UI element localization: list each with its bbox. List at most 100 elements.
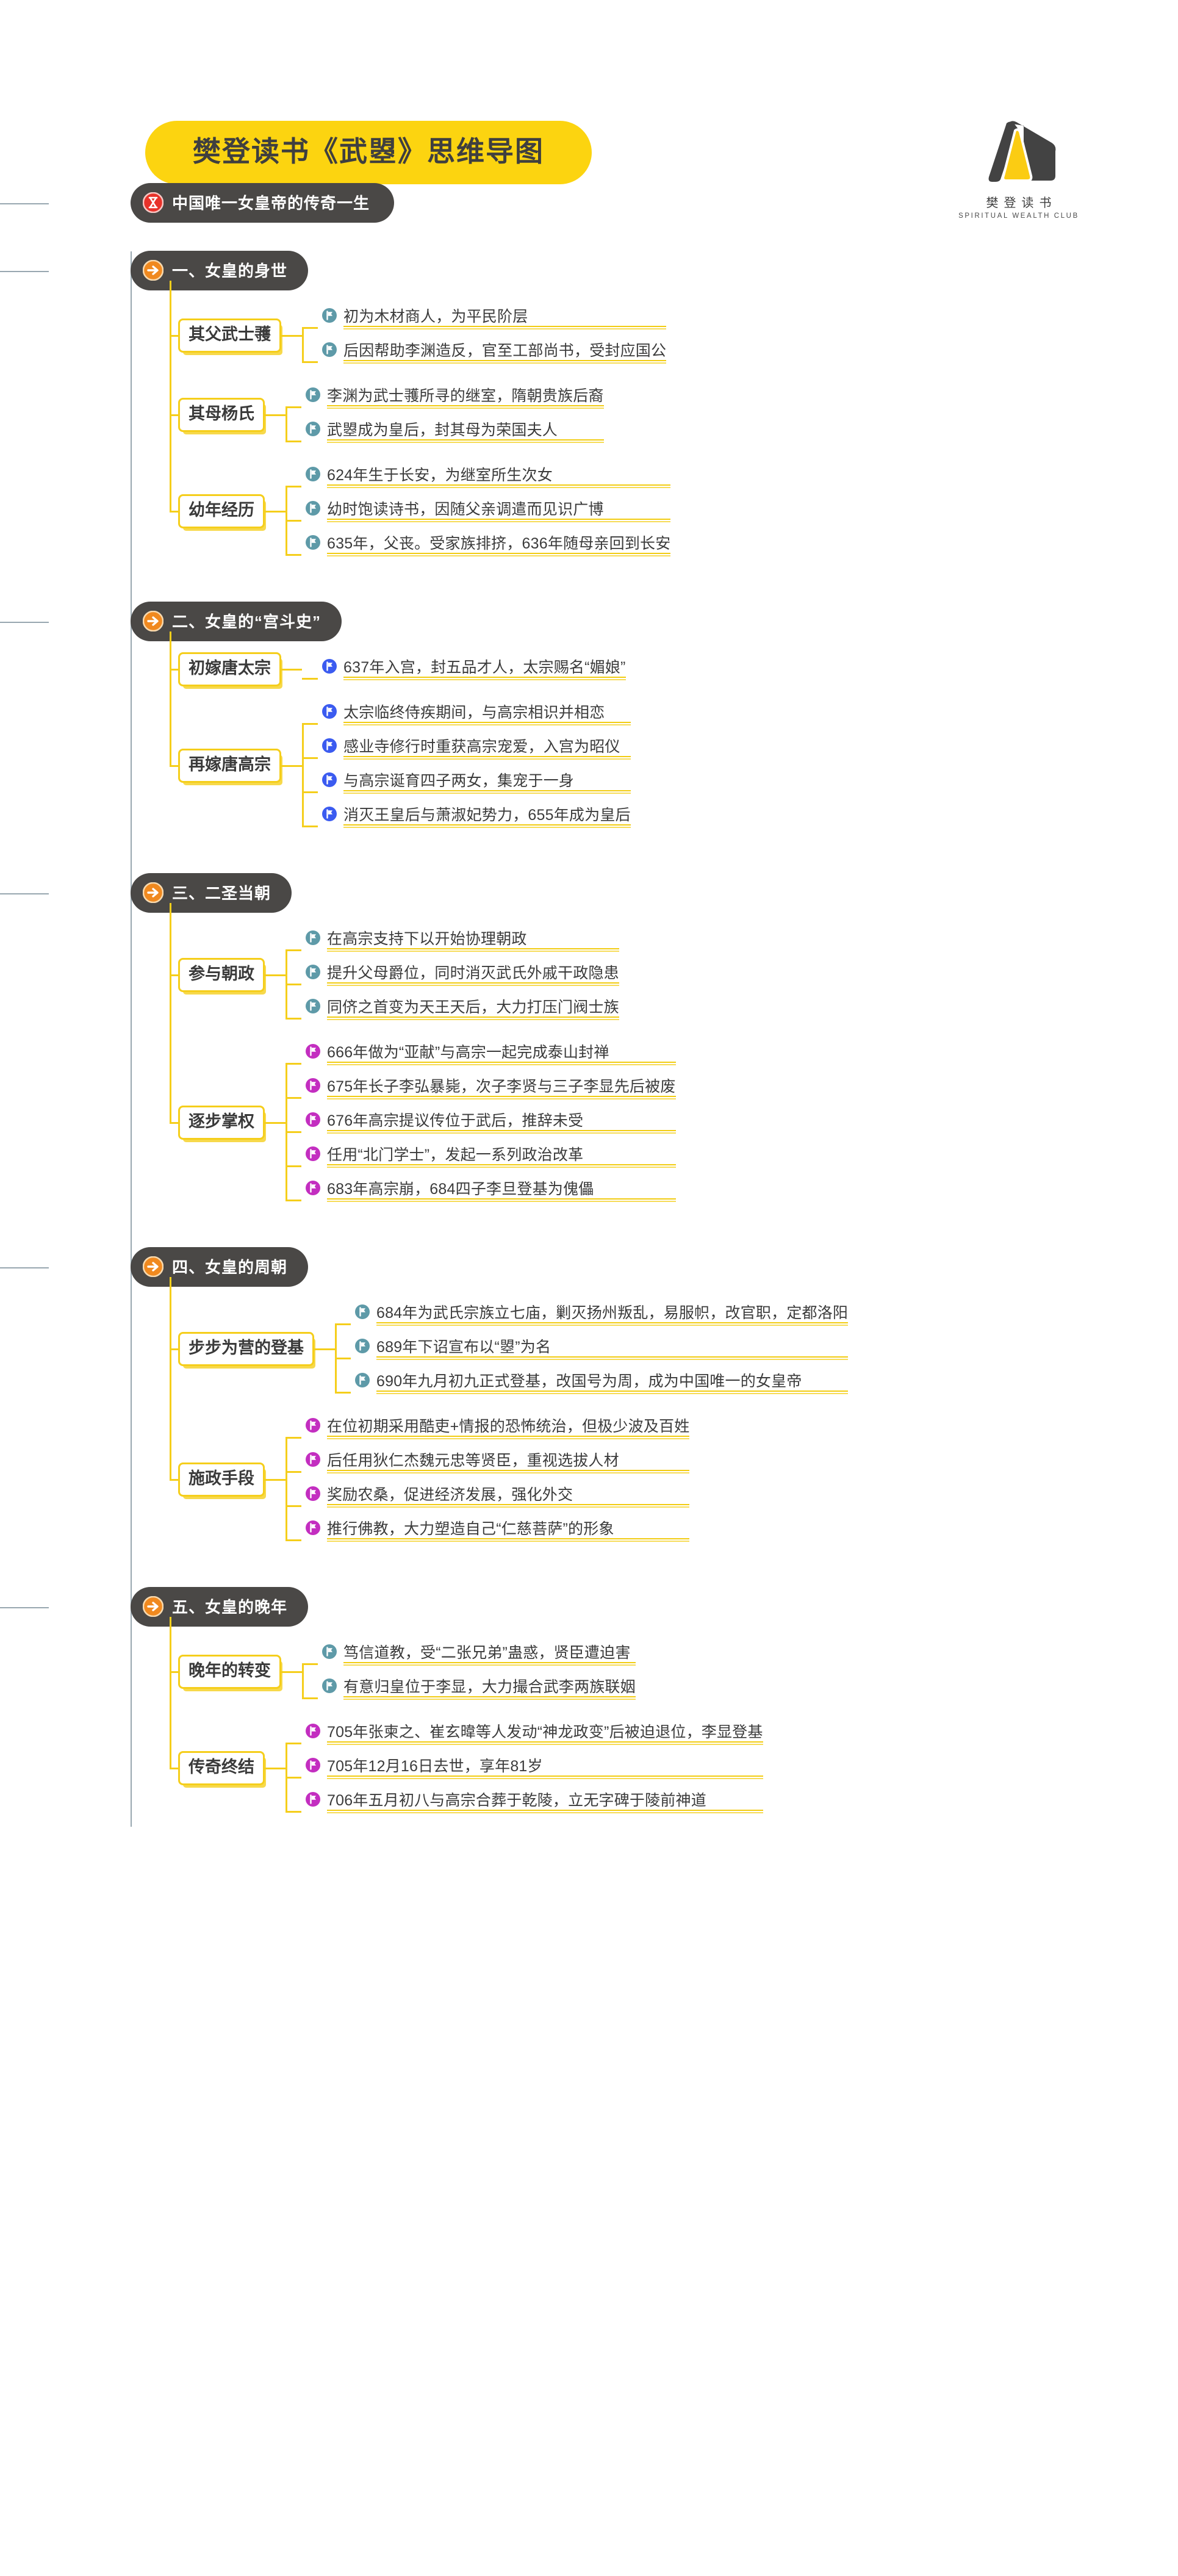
leaf-item[interactable]: 任用“北门学士”，发起一系列政治改革 bbox=[305, 1146, 676, 1168]
leaf-connector bbox=[302, 825, 318, 827]
node-label: 中国唯一女皇帝的传奇一生 bbox=[172, 194, 370, 212]
bullet-flag-icon bbox=[306, 1146, 320, 1161]
leaf-item[interactable]: 感业寺修行时重获高宗宠爱，入宫为昭仪 bbox=[321, 738, 631, 760]
leaf-item[interactable]: 666年做为“亚献”与高宗一起完成泰山封禅 bbox=[305, 1043, 676, 1065]
spine-connector bbox=[0, 893, 49, 894]
leaf-item[interactable]: 提升父母爵位，同时消灭武氏外戚干政隐患 bbox=[305, 964, 619, 986]
leaf-underline bbox=[327, 948, 619, 952]
leaf-underline bbox=[327, 484, 671, 488]
leaf-underline bbox=[327, 1741, 763, 1745]
leaf-list: 666年做为“亚献”与高宗一起完成泰山封禅 675年长子李弘暴毙，次子李贤与三子李… bbox=[305, 1037, 676, 1208]
leaf-text: 684年为武氏宗族立七庙，剿灭扬州叛乱，易服帜，改官职，定都洛阳 bbox=[376, 1304, 849, 1322]
leaf-item[interactable]: 在高宗支持下以开始协理朝政 bbox=[305, 930, 619, 952]
branch-label[interactable]: 其父武士彟 bbox=[178, 318, 281, 353]
arrow-right-icon bbox=[143, 610, 163, 631]
leaf-item[interactable]: 690年九月初九正式登基，改国号为周，成为中国唯一的女皇帝 bbox=[354, 1372, 849, 1394]
bullet-flag-icon bbox=[306, 1486, 320, 1501]
bullet-flag-icon bbox=[355, 1304, 370, 1319]
bullet-flag-icon bbox=[306, 1078, 320, 1093]
leaf-text: 在高宗支持下以开始协理朝政 bbox=[327, 930, 527, 948]
branch-stub bbox=[265, 1121, 286, 1124]
leaf-item[interactable]: 有意归皇位于李显，大力撮合武李两族联姻 bbox=[321, 1678, 636, 1700]
leaf-item[interactable]: 689年下诏宣布以“曌”为名 bbox=[354, 1338, 849, 1360]
leaf-item[interactable]: 同侪之首变为天王天后，大力打压门阀士族 bbox=[305, 998, 619, 1020]
leaf-underline bbox=[327, 405, 604, 409]
branch-label[interactable]: 再嫁唐高宗 bbox=[178, 749, 281, 783]
leaf-item[interactable]: 后因帮助李渊造反，官至工部尚书，受封应国公 bbox=[321, 342, 667, 364]
branch-label[interactable]: 晚年的转变 bbox=[178, 1655, 281, 1689]
branch-label[interactable]: 幼年经历 bbox=[178, 494, 265, 528]
branch-label[interactable]: 逐步掌权 bbox=[178, 1106, 265, 1140]
intro-node[interactable]: 中国唯一女皇帝的传奇一生 bbox=[131, 183, 395, 223]
node-label: 一、女皇的身世 bbox=[172, 262, 288, 280]
leaf-text: 706年五月初八与高宗合葬于乾陵，立无字碑于陵前神道 bbox=[327, 1791, 706, 1809]
leaf-underline bbox=[327, 1775, 763, 1779]
leaf-underline bbox=[343, 756, 631, 760]
leaf-item[interactable]: 笃信道教，受“二张兄弟”蛊惑，贤臣遭迫害 bbox=[321, 1644, 636, 1666]
level1-row: 二、女皇的“宫斗史” bbox=[0, 602, 1178, 641]
branch-label[interactable]: 初嫁唐太宗 bbox=[178, 652, 281, 686]
leaf-item[interactable]: 后任用狄仁杰魏元忠等贤臣，重视选拔人材 bbox=[305, 1452, 690, 1473]
arrow-right-icon bbox=[143, 1256, 163, 1277]
bullet-flag-icon bbox=[322, 659, 337, 674]
leaf-item[interactable]: 与高宗诞育四子两女，集宠于一身 bbox=[321, 772, 631, 794]
branch-label[interactable]: 步步为营的登基 bbox=[178, 1332, 314, 1366]
bullet-flag-icon bbox=[306, 535, 320, 550]
leaf-text: 武曌成为皇后，封其母为荣国夫人 bbox=[327, 421, 558, 439]
leaf-item[interactable]: 李渊为武士彟所寻的继室，隋朝贵族后裔 bbox=[305, 387, 604, 409]
section-node[interactable]: 一、女皇的身世 bbox=[131, 251, 309, 290]
branch-label[interactable]: 施政手段 bbox=[178, 1462, 265, 1497]
leaf-text: 后任用狄仁杰魏元忠等贤臣，重视选拔人材 bbox=[327, 1452, 619, 1469]
leaf-connector bbox=[335, 1323, 351, 1325]
leaf-text: 任用“北门学士”，发起一系列政治改革 bbox=[327, 1146, 584, 1164]
leaf-item[interactable]: 637年入宫，封五品才人，太宗赐名“媚娘” bbox=[321, 658, 626, 680]
leaf-item[interactable]: 684年为武氏宗族立七庙，剿灭扬州叛乱，易服帜，改官职，定都洛阳 bbox=[354, 1304, 849, 1326]
section-node[interactable]: 五、女皇的晚年 bbox=[131, 1587, 309, 1627]
bullet-flag-icon bbox=[306, 1044, 320, 1059]
leaf-item[interactable]: 705年张柬之、崔玄暐等人发动“神龙政变”后被迫退位，李显登基 bbox=[305, 1723, 763, 1745]
leaf-item[interactable]: 奖励农桑，促进经济发展，强化外交 bbox=[305, 1486, 690, 1508]
leaf-underline bbox=[343, 824, 631, 828]
leaf-item[interactable]: 武曌成为皇后，封其母为荣国夫人 bbox=[305, 421, 604, 443]
section-node[interactable]: 三、二圣当朝 bbox=[131, 873, 292, 913]
bullet-flag-icon bbox=[306, 467, 320, 481]
section-node[interactable]: 二、女皇的“宫斗史” bbox=[131, 602, 342, 641]
leaf-connector bbox=[286, 1470, 301, 1473]
leaf-underline bbox=[327, 439, 604, 443]
leaf-item[interactable]: 683年高宗崩，684四子李旦登基为傀儡 bbox=[305, 1180, 676, 1202]
rail-stub bbox=[170, 974, 178, 976]
leaf-text: 637年入宫，封五品才人，太宗赐名“媚娘” bbox=[343, 658, 626, 676]
branch-label[interactable]: 参与朝政 bbox=[178, 958, 265, 992]
bullet-flag-icon bbox=[306, 999, 320, 1013]
leaf-item[interactable]: 太宗临终侍疾期间，与高宗相识并相恋 bbox=[321, 703, 631, 725]
bullet-flag-icon bbox=[306, 501, 320, 516]
leaf-text: 635年，父丧。受家族排挤，636年随母亲回到长安 bbox=[327, 534, 671, 552]
leaf-underline bbox=[343, 1662, 636, 1666]
leaf-item[interactable]: 624年生于长安，为继室所生次女 bbox=[305, 466, 671, 488]
branch-label[interactable]: 其母杨氏 bbox=[178, 398, 265, 432]
leaf-item[interactable]: 706年五月初八与高宗合葬于乾陵，立无字碑于陵前神道 bbox=[305, 1791, 763, 1813]
leaf-item[interactable]: 幼时饱读诗书，因随父亲调遣而见识广博 bbox=[305, 500, 671, 522]
leaf-list: 637年入宫，封五品才人，太宗赐名“媚娘” bbox=[321, 652, 626, 686]
leaf-list: 在位初期采用酷吏+情报的恐怖统治，但极少波及百姓后任用狄仁杰魏元忠等贤臣，重视选… bbox=[305, 1411, 690, 1548]
section-node[interactable]: 四、女皇的周朝 bbox=[131, 1247, 309, 1287]
leaf-item[interactable]: 676年高宗提议传位于武后，推辞未受 bbox=[305, 1112, 676, 1134]
leaf-item[interactable]: 675年长子李弘暴毙，次子李贤与三子李显先后被废 bbox=[305, 1078, 676, 1099]
leaf-item[interactable]: 消灭王皇后与萧淑妃势力，655年成为皇后 bbox=[321, 806, 631, 828]
leaf-item[interactable]: 635年，父丧。受家族排挤，636年随母亲回到长安 bbox=[305, 534, 671, 556]
leaf-connector bbox=[286, 1505, 301, 1507]
branch-bracket bbox=[286, 1437, 287, 1540]
branch-label[interactable]: 传奇终结 bbox=[178, 1751, 265, 1785]
arrow-right-icon bbox=[143, 1596, 163, 1617]
leaf-text: 有意归皇位于李显，大力撮合武李两族联姻 bbox=[343, 1678, 636, 1696]
logo-chinese-name: 樊登读书 bbox=[986, 196, 1057, 210]
leaf-item[interactable]: 推行佛教，大力塑造自己“仁慈菩萨”的形象 bbox=[305, 1520, 690, 1542]
section-rail bbox=[170, 281, 171, 511]
leaf-item[interactable]: 初为木材商人，为平民阶层 bbox=[321, 308, 667, 329]
leaf-item[interactable]: 在位初期采用酷吏+情报的恐怖统治，但极少波及百姓 bbox=[305, 1417, 690, 1439]
leaf-item[interactable]: 705年12月16日去世，享年81岁 bbox=[305, 1757, 763, 1779]
branch-bracket bbox=[302, 724, 304, 826]
bullet-flag-icon bbox=[306, 1758, 320, 1772]
branch-row: 步步为营的登基 684年为武氏宗族立七庙，剿灭扬州叛乱，易服帜，改官职，定都洛阳 6… bbox=[178, 1298, 1178, 1400]
rail-stub bbox=[170, 1767, 178, 1769]
